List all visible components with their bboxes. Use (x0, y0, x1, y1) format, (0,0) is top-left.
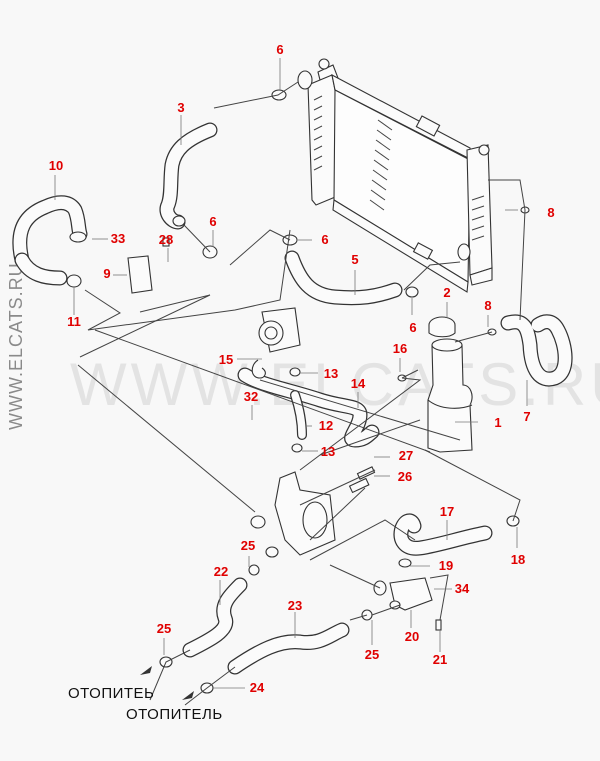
hose-14 (237, 367, 380, 448)
callout-22[interactable]: 22 (213, 564, 229, 579)
callout-26[interactable]: 26 (397, 469, 413, 484)
hose-7 (500, 314, 573, 387)
callout-24[interactable]: 24 (249, 680, 265, 695)
hose-5 (284, 250, 403, 306)
clamps (66, 89, 530, 694)
leader-lines (54, 58, 528, 689)
surge-tank (427, 316, 473, 453)
callout-25[interactable]: 25 (156, 621, 172, 636)
callout-13[interactable]: 13 (323, 366, 339, 381)
hose-10 (12, 195, 88, 286)
callout-8[interactable]: 8 (484, 298, 492, 313)
callout-13[interactable]: 13 (320, 444, 336, 459)
callout-20[interactable]: 20 (404, 629, 420, 644)
callout-17[interactable]: 17 (439, 504, 455, 519)
callout-32[interactable]: 32 (243, 389, 259, 404)
hose-12 (290, 390, 307, 440)
callout-27[interactable]: 27 (398, 448, 414, 463)
callout-10[interactable]: 10 (48, 158, 64, 173)
callout-12[interactable]: 12 (318, 418, 334, 433)
callout-25[interactable]: 25 (364, 647, 380, 662)
callout-6[interactable]: 6 (321, 232, 329, 247)
callout-16[interactable]: 16 (392, 341, 408, 356)
callout-6[interactable]: 6 (209, 214, 217, 229)
water-outlet (373, 577, 433, 611)
callout-3[interactable]: 3 (177, 100, 185, 115)
callout-33[interactable]: 33 (110, 231, 126, 246)
callout-2[interactable]: 2 (443, 285, 451, 300)
callout-5[interactable]: 5 (351, 252, 359, 267)
thermostat-housing (250, 471, 336, 558)
callout-25[interactable]: 25 (240, 538, 256, 553)
callout-9[interactable]: 9 (103, 266, 111, 281)
throttle-body (258, 307, 301, 353)
callout-28[interactable]: 28 (158, 232, 174, 247)
callout-34[interactable]: 34 (454, 581, 470, 596)
destination-heater-label-1: ОТОПИТЕЬ (68, 685, 155, 702)
hose-22 (182, 577, 248, 658)
callout-15[interactable]: 15 (218, 352, 234, 367)
callout-14[interactable]: 14 (350, 376, 366, 391)
callout-7[interactable]: 7 (523, 409, 531, 424)
destination-heater-label-2: ОТОПИТЕЛЬ (126, 706, 223, 723)
callout-19[interactable]: 19 (438, 558, 454, 573)
callout-8[interactable]: 8 (547, 205, 555, 220)
callout-11[interactable]: 11 (67, 314, 81, 329)
callout-18[interactable]: 18 (510, 552, 526, 567)
destination-arrows (140, 666, 194, 700)
callout-6[interactable]: 6 (276, 42, 284, 57)
hose-17 (393, 513, 493, 556)
hose-3 (159, 122, 218, 230)
assembly-lines (77, 81, 526, 706)
hose-23 (227, 622, 350, 675)
callout-21[interactable]: 21 (432, 652, 448, 667)
callout-6[interactable]: 6 (409, 320, 417, 335)
callout-1[interactable]: 1 (494, 415, 502, 430)
callout-23[interactable]: 23 (287, 598, 303, 613)
radiator (297, 58, 493, 293)
